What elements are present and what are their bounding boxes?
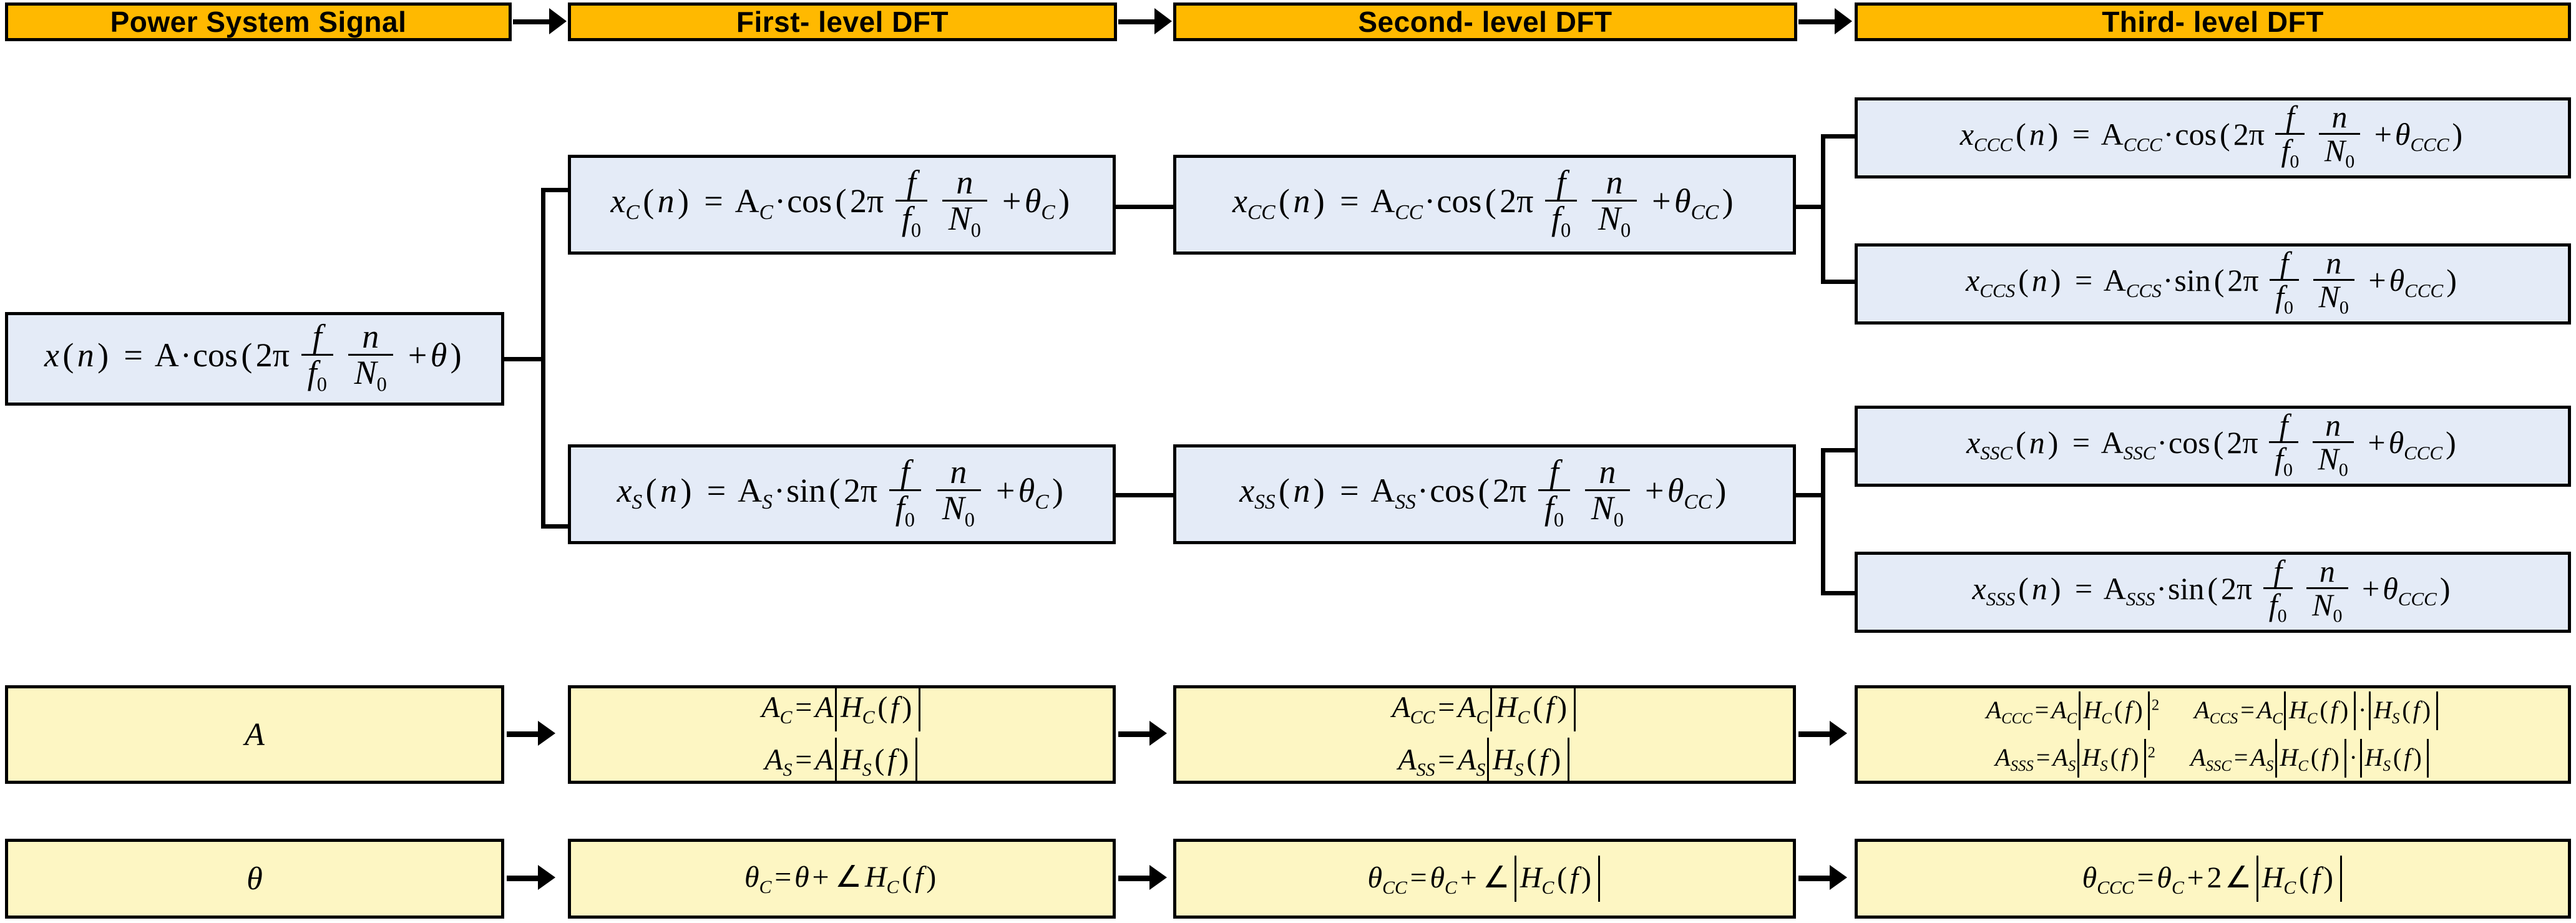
header-second-level-dft: Second- level DFT [1173,2,1797,41]
header-arrow-head-1 [549,8,567,34]
phase-box-level1: θC=θ+∠HC(f) [568,839,1116,919]
header-arrow-line-3 [1798,19,1836,24]
branch-l0-vertical [541,188,545,529]
amplitude-label-a: A [245,716,265,753]
phase-arrow-line-3 [1798,876,1831,881]
branch-xcc-vertical [1821,134,1825,284]
header-arrow-line-2 [1118,19,1156,24]
amplitude-arrow-line-2 [1118,731,1151,737]
link-xs-to-xss [1113,493,1176,497]
link-xc-to-xcc [1113,205,1176,209]
header-label: Second- level DFT [1358,6,1612,38]
header-label: Third- level DFT [2102,6,2324,38]
branch-xcc-to-xccs [1821,280,1857,284]
formula-theta-cc: θCC=θC+∠HC(f) [1368,855,1602,902]
header-label: First- level DFT [736,6,949,38]
phase-arrow-head-2 [1149,865,1167,890]
phase-label-theta: θ [246,861,263,897]
branch-l0-to-xs [541,524,572,529]
header-third-level-dft: Third- level DFT [1855,2,2571,41]
formula-theta-ccc: θCCC=θC+2∠HC(f) [2082,855,2344,902]
header-power-system-signal: Power System Signal [5,2,512,41]
amplitude-arrow-line-3 [1798,731,1831,737]
branch-xcc-stub [1793,205,1825,209]
branch-xss-to-xssc [1821,448,1857,452]
branch-xcc-to-xccc [1821,134,1857,139]
phase-arrow-line-2 [1118,876,1151,881]
header-arrow-head-3 [1835,8,1852,34]
branch-xss-vertical [1821,448,1825,595]
header-arrow-head-2 [1154,8,1172,34]
header-arrow-line-1 [513,19,550,24]
phase-arrow-head-1 [538,865,555,890]
header-first-level-dft: First- level DFT [568,2,1117,41]
header-label: Power System Signal [110,6,407,38]
amplitude-arrow-head-1 [538,721,555,746]
phase-arrow-head-3 [1830,865,1847,890]
amplitude-box-a: A [5,685,504,784]
amplitude-arrow-head-3 [1830,721,1847,746]
phase-box-theta: θ [5,839,504,919]
amplitude-arrow-line-1 [507,731,539,737]
branch-l0-to-xc [541,188,572,192]
amplitude-arrow-head-2 [1149,721,1167,746]
phase-box-level2: θCC=θC+∠HC(f) [1173,839,1796,919]
branch-xss-to-xsss [1821,591,1857,595]
branch-xss-stub [1793,493,1825,497]
formula-theta-c: θC=θ+∠HC(f) [744,861,937,897]
branch-l0-stub [503,357,545,361]
phase-box-level3: θCCC=θC+2∠HC(f) [1855,839,2571,919]
phase-arrow-line-1 [507,876,539,881]
